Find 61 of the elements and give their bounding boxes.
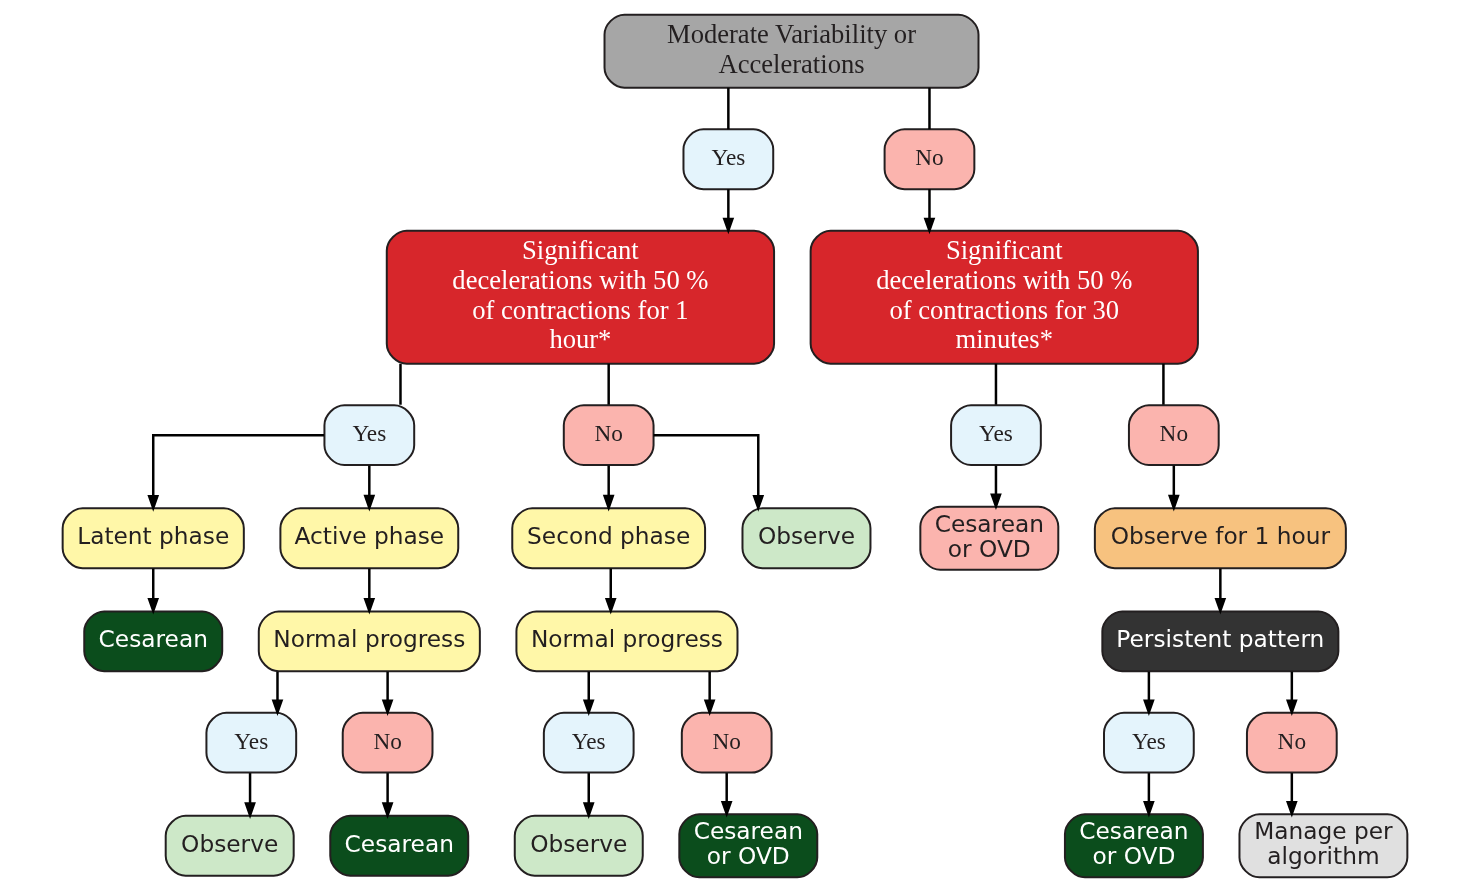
- node-box: Moderate Variability or Accelerations: [603, 13, 980, 89]
- connector: [1162, 363, 1165, 405]
- node-box: Cesarean: [329, 814, 470, 877]
- node-box: Normal progress: [515, 610, 739, 673]
- connector: [399, 363, 402, 405]
- arrow: [381, 671, 394, 717]
- arrow: [602, 465, 615, 512]
- arrow: [1286, 671, 1298, 717]
- node-box: No: [341, 711, 434, 774]
- node-box: Yes: [950, 404, 1042, 467]
- arrow: [1286, 773, 1298, 818]
- arrow: [990, 465, 1002, 511]
- node-box: No: [562, 404, 655, 467]
- arrow: [1214, 568, 1227, 615]
- arrow: [653, 433, 765, 512]
- arrow: [363, 465, 376, 512]
- node-box: Observe: [513, 814, 644, 877]
- node-box: Persistent pattern: [1101, 610, 1340, 673]
- arrow: [381, 773, 394, 819]
- arrow: [1143, 671, 1155, 717]
- arrow: [703, 671, 716, 717]
- node-box: No: [680, 711, 773, 774]
- node-box: Cesarean: [83, 610, 224, 673]
- node-box: Normal progress: [257, 610, 481, 673]
- node-box: Yes: [323, 404, 416, 467]
- node-box: Manage per algorithm: [1238, 813, 1409, 879]
- arrow: [271, 671, 284, 717]
- node-box: Observe: [741, 507, 872, 570]
- arrow: [1168, 465, 1180, 512]
- connector: [994, 363, 998, 405]
- node-box: Cesarean or OVD: [1063, 813, 1204, 879]
- node-box: Yes: [682, 128, 775, 191]
- arrow: [923, 189, 936, 235]
- arrow: [582, 671, 595, 717]
- node-box: No: [1127, 404, 1220, 467]
- node-box: Significant decelerations with 50 % of contractions for 30 minutes*: [809, 229, 1199, 365]
- arrow: [147, 568, 160, 615]
- node-box: Yes: [542, 711, 635, 774]
- arrow: [244, 773, 256, 819]
- node-box: Cesarean or OVD: [919, 505, 1060, 571]
- node-box: No: [1245, 711, 1338, 774]
- node-box: Observe for 1 hour: [1093, 507, 1347, 570]
- node-box: Active phase: [279, 507, 460, 570]
- node-box: Yes: [205, 711, 298, 774]
- node-box: Yes: [1103, 711, 1195, 774]
- arrow: [147, 433, 325, 512]
- node-box: Latent phase: [61, 507, 245, 570]
- arrow: [720, 773, 733, 818]
- node-box: Observe: [164, 814, 295, 877]
- node-box: Cesarean or OVD: [678, 813, 819, 879]
- arrow: [582, 773, 595, 819]
- connector: [607, 363, 610, 405]
- connector: [928, 87, 931, 130]
- arrow: [604, 568, 617, 615]
- arrow: [722, 189, 735, 235]
- arrow: [363, 568, 376, 615]
- node-box: Significant decelerations with 50 % of contractions for 1 hour*: [385, 229, 776, 365]
- arrow: [1143, 773, 1155, 818]
- node-box: Second phase: [511, 507, 707, 570]
- connector: [727, 87, 730, 130]
- node-box: No: [883, 128, 976, 191]
